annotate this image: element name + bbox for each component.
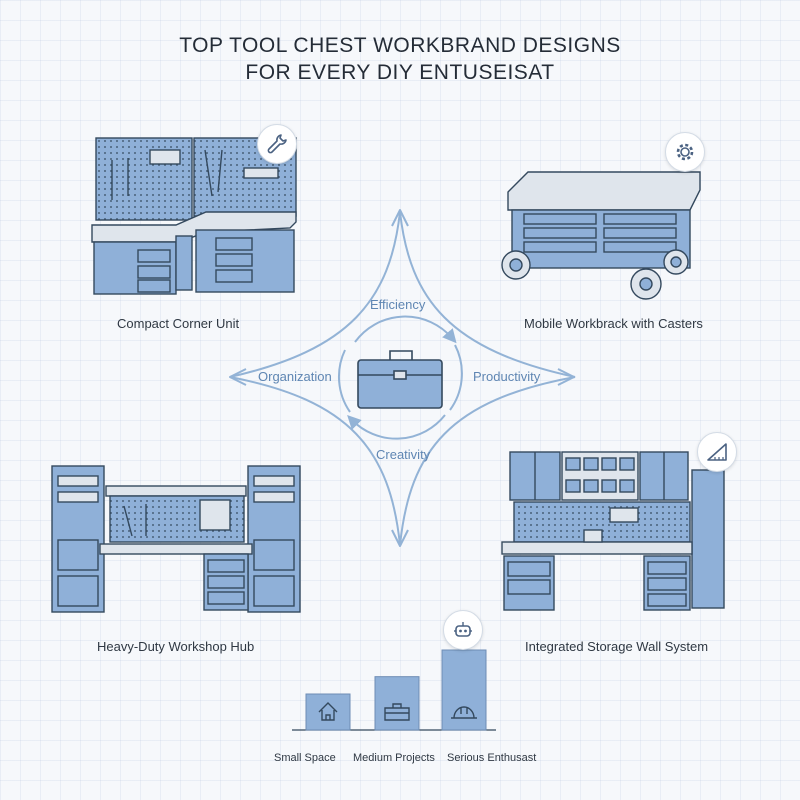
robot-icon bbox=[454, 622, 472, 637]
wrench-icon bbox=[267, 134, 287, 154]
arrow-tip-top bbox=[391, 209, 409, 227]
cycle-label-creativity: Creativity bbox=[376, 447, 431, 462]
label-heavy-duty-workshop-hub: Heavy-Duty Workshop Hub bbox=[97, 639, 255, 654]
bar-label-small-space: Small Space bbox=[274, 752, 336, 764]
integrated-storage-wall-illustration bbox=[501, 451, 725, 611]
hard-hat-icon bbox=[451, 706, 477, 719]
arrow-tip-bottom bbox=[391, 529, 409, 547]
bar-label-serious-enthusiast: Serious Enthusast bbox=[447, 752, 537, 764]
cycle-label-efficiency: Efficiency bbox=[370, 297, 426, 312]
cycle-label-organization: Organization bbox=[258, 369, 332, 384]
bar-1 bbox=[305, 693, 351, 731]
arrow-tip-left bbox=[229, 368, 247, 386]
heavy-duty-workshop-hub-illustration bbox=[51, 465, 301, 613]
cycle-arc-left bbox=[337, 349, 351, 413]
cycle-arc-right bbox=[449, 344, 463, 411]
gear-icon bbox=[676, 143, 694, 161]
bar-chart bbox=[305, 649, 487, 731]
page-title: TOP TOOL CHEST WORKBRAND DESIGNS FOR EVE… bbox=[0, 32, 800, 86]
toolbox-icon bbox=[384, 703, 410, 721]
label-integrated-storage-wall: Integrated Storage Wall System bbox=[525, 639, 709, 654]
toolbox-icon bbox=[357, 350, 443, 409]
house-icon bbox=[318, 702, 338, 721]
bar-3 bbox=[441, 649, 487, 731]
label-mobile-workbench: Mobile Workbrack with Casters bbox=[524, 316, 703, 331]
gear-badge bbox=[665, 132, 705, 172]
mobile-workbench-illustration bbox=[501, 171, 701, 300]
cycle-arrow-top bbox=[354, 315, 457, 344]
title-line-1: TOP TOOL CHEST WORKBRAND DESIGNS bbox=[179, 34, 621, 57]
robot-badge bbox=[443, 610, 483, 650]
wrench-badge bbox=[257, 124, 297, 164]
label-compact-corner-unit: Compact Corner Unit bbox=[117, 316, 240, 331]
bar-label-medium-projects: Medium Projects bbox=[353, 752, 435, 764]
compact-corner-unit-illustration bbox=[91, 137, 297, 295]
cycle-diagram bbox=[229, 209, 576, 547]
title-line-2: FOR EVERY DIY ENTUSEISAT bbox=[245, 61, 555, 84]
square-ruler-icon bbox=[707, 443, 727, 461]
arrow-tip-right bbox=[557, 368, 575, 386]
ruler-badge bbox=[697, 432, 737, 472]
cycle-arrow-bottom bbox=[347, 414, 446, 440]
cycle-label-productivity: Productivity bbox=[473, 369, 541, 384]
